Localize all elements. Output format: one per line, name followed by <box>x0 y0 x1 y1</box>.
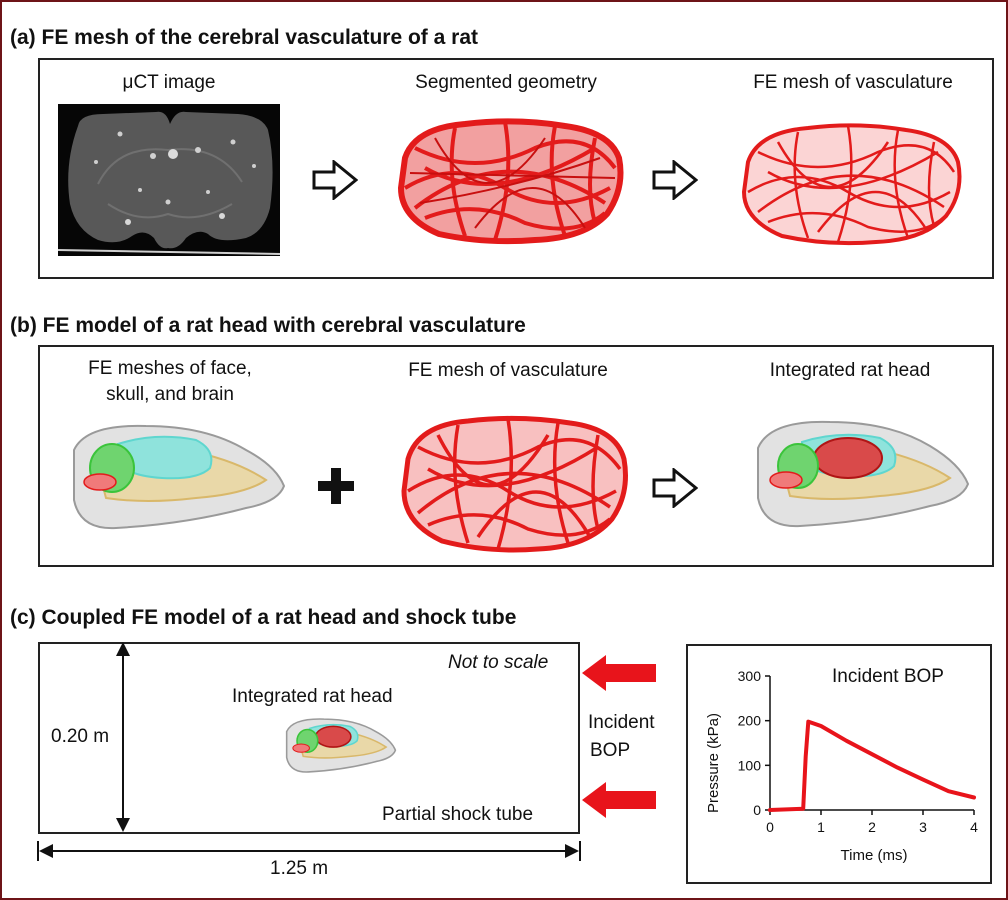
chart-y-tick-label: 200 <box>738 713 762 729</box>
panel-c-title: (c) Coupled FE model of a rat head and s… <box>10 606 517 629</box>
chart-series-line <box>768 719 976 812</box>
incident-bop-chart: Incident BOP Pressure (kPa) Time (ms) 0 1… <box>705 666 978 864</box>
height-dimension-arrow <box>116 642 130 832</box>
integrated-rat-head-label-c: Integrated rat head <box>232 686 393 707</box>
process-arrow-icon <box>652 160 698 200</box>
chart-x-tick-label: 4 <box>970 819 978 835</box>
chart-y-tick-label: 0 <box>753 802 761 818</box>
fe-mesh-vasculature-image-b <box>401 415 628 553</box>
process-arrow-icon <box>312 160 358 200</box>
integrated-rat-head-image <box>757 420 970 528</box>
plus-icon <box>318 468 354 504</box>
bop-chart-box <box>686 644 992 884</box>
partial-shock-tube-label: Partial shock tube <box>382 804 534 825</box>
chart-x-tick-label: 0 <box>766 819 774 835</box>
height-dimension-label: 0.20 m <box>51 726 110 747</box>
chart-title: Incident BOP <box>832 666 944 687</box>
label-meshes-line2: skull, and brain <box>106 384 234 405</box>
panel-a-title: (a) FE mesh of the cerebral vasculature … <box>10 26 478 49</box>
uct-image <box>58 104 280 256</box>
width-dimension-arrow <box>37 841 581 861</box>
chart-y-tick-label: 100 <box>738 757 762 773</box>
chart-y-tick-label: 300 <box>738 668 762 684</box>
small-rat-head-image <box>285 718 397 773</box>
not-to-scale-note: Not to scale <box>448 652 549 673</box>
chart-x-tick-label: 2 <box>868 819 876 835</box>
label-fe-mesh-vasculature-b: FE mesh of vasculature <box>408 360 608 381</box>
label-fe-mesh-vasculature-a: FE mesh of vasculature <box>753 72 953 93</box>
label-integrated-rat-head-b: Integrated rat head <box>769 360 931 381</box>
label-uct-image: μCT image <box>122 72 216 93</box>
chart-x-tick-label: 1 <box>817 819 825 835</box>
chart-y-axis-label: Pressure (kPa) <box>705 713 722 813</box>
label-meshes-line1: FE meshes of face, <box>88 358 252 379</box>
incident-bop-label-line2: BOP <box>590 740 631 761</box>
width-dimension-label: 1.25 m <box>270 858 329 879</box>
incident-wave-arrow-icon <box>582 655 656 691</box>
panel-b-title: (b) FE model of a rat head with cerebral… <box>10 314 526 337</box>
chart-x-axis-label: Time (ms) <box>841 847 908 864</box>
label-segmented-geometry: Segmented geometry <box>415 72 597 93</box>
incident-wave-arrow-icon <box>582 782 656 818</box>
segmented-vasculature-image <box>397 118 624 245</box>
chart-x-tick-label: 3 <box>919 819 927 835</box>
incident-bop-label-line1: Incident <box>588 712 655 733</box>
process-arrow-icon <box>652 468 698 508</box>
fe-mesh-vasculature-image <box>741 123 962 246</box>
rat-head-mesh-image <box>73 424 286 530</box>
